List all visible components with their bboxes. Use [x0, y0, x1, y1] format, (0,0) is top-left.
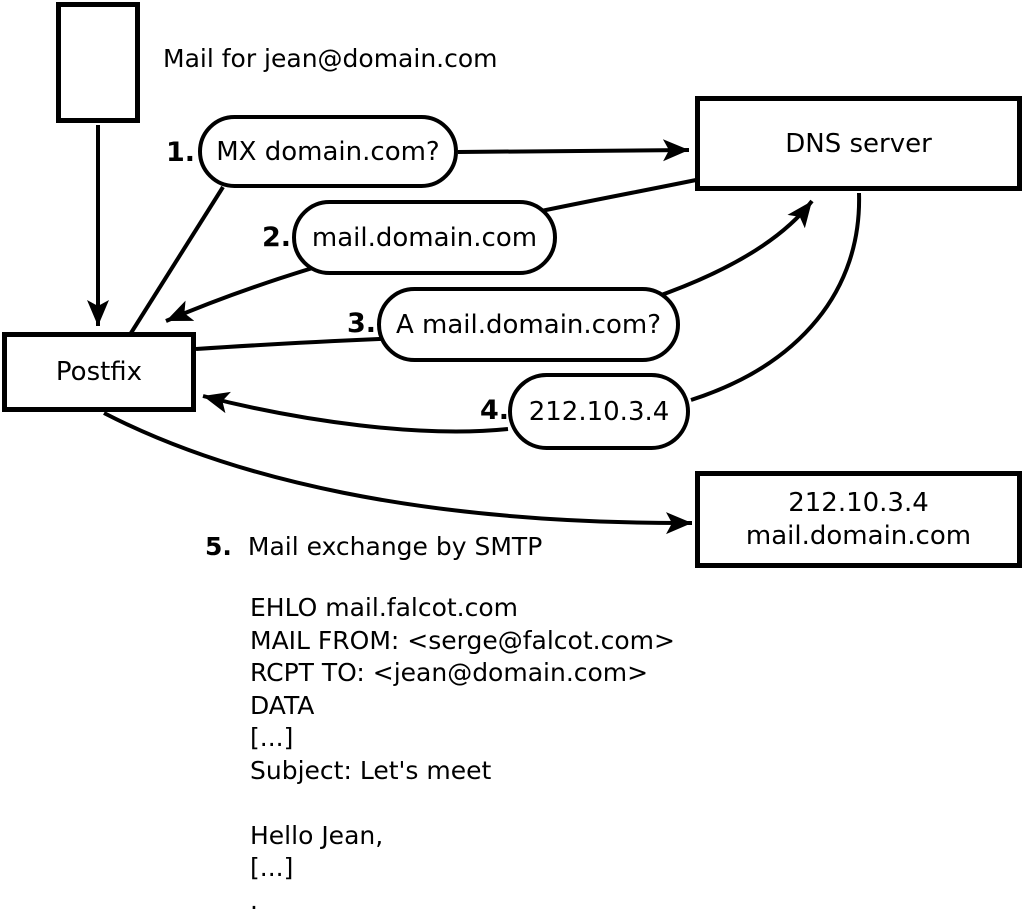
step1-number: 1.: [166, 137, 196, 168]
mail-envelope-box: [56, 2, 140, 123]
response2-pill: mail.domain.com: [292, 200, 557, 275]
destination-ip: 212.10.3.4: [788, 487, 929, 518]
step2-number: 2.: [262, 222, 292, 253]
arrow-smtp-to-destination: [103, 411, 693, 535]
dns-server-box: DNS server: [695, 96, 1022, 191]
diagram-title: Mail for jean@domain.com: [163, 44, 498, 73]
line-postfix-to-query1: [129, 185, 225, 335]
step4-number: 4.: [480, 395, 510, 426]
query1-label: MX domain.com?: [216, 136, 440, 167]
query3-pill: A mail.domain.com?: [377, 287, 680, 362]
response4-pill: 212.10.3.4: [508, 373, 690, 450]
query1-pill: MX domain.com?: [198, 115, 458, 188]
postfix-label: Postfix: [55, 357, 143, 387]
postfix-box: Postfix: [2, 332, 196, 412]
smtp-transcript: EHLO mail.falcot.com MAIL FROM: <serge@f…: [250, 593, 675, 915]
destination-server-box: 212.10.3.4 mail.domain.com: [695, 471, 1022, 568]
step3-number: 3.: [347, 308, 377, 339]
query3-label: A mail.domain.com?: [396, 309, 661, 340]
step5-caption: 5. Mail exchange by SMTP: [205, 532, 542, 561]
dns-server-label: DNS server: [785, 128, 932, 159]
step5-label: Mail exchange by SMTP: [247, 532, 543, 561]
arrow-query3-to-dns: [634, 199, 814, 306]
arrow-query1-to-dns: [457, 139, 690, 162]
response2-label: mail.domain.com: [311, 222, 538, 253]
arrow-response4-to-postfix: [202, 391, 509, 434]
destination-hostname: mail.domain.com: [745, 520, 972, 551]
response4-label: 212.10.3.4: [528, 396, 670, 427]
line-dns-to-response4: [690, 192, 862, 402]
step5-number: 5.: [205, 532, 232, 561]
